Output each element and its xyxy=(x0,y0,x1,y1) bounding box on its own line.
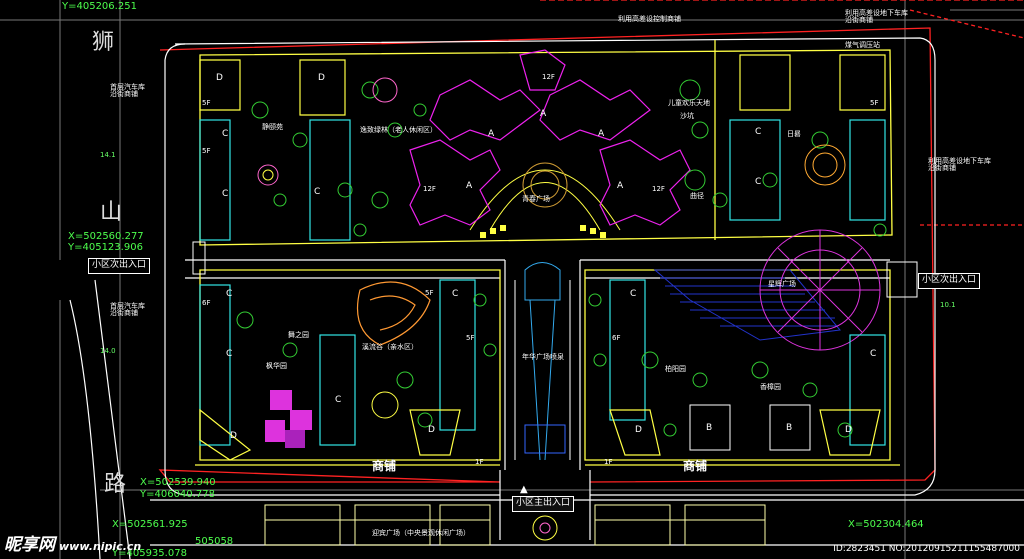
note-garage-top-right: 利用高差设地下车库 沿街商铺 xyxy=(845,9,908,24)
street-name-lion: 狮 xyxy=(92,30,115,55)
gate-main-arrow: ▲ xyxy=(520,484,528,495)
tag-c-11: C xyxy=(870,349,877,359)
tag-floors-7: 5F xyxy=(870,99,879,107)
coord-bottom-y2: Y=405935.078 xyxy=(112,548,187,559)
tag-a-3: A xyxy=(488,129,495,139)
coord-bottom-x1: X=502539.940 xyxy=(140,477,216,488)
tag-d-4: D xyxy=(428,425,435,435)
stream-garden xyxy=(356,281,431,346)
road-width-2: 14.0 xyxy=(100,347,116,355)
note-garage-right: 利用高差设地下车库 沿街商铺 xyxy=(928,157,991,172)
tag-d-5: D xyxy=(635,425,642,435)
tag-c-5: C xyxy=(226,349,233,359)
coord-top: Y=405206.251 xyxy=(62,1,137,12)
label-central-plaza: 青春广场 xyxy=(522,195,550,203)
tag-d-1: D xyxy=(216,73,223,83)
label-fountain: 年华广场喷泉 xyxy=(522,353,564,361)
coord-bottom-c1: 505058 xyxy=(195,536,234,547)
label-pine-garden: 柏阳园 xyxy=(665,365,686,373)
coord-left-y: Y=405123.906 xyxy=(68,242,143,253)
note-garage-top: 利用高差设控制商铺 xyxy=(618,15,681,23)
label-sea-plaza: 星辉广场 xyxy=(768,280,796,288)
tag-tower-top: 12F xyxy=(542,73,555,81)
central-axis xyxy=(514,262,571,461)
tag-b-2: B xyxy=(786,423,793,433)
tag-floors-4: 5F xyxy=(425,289,434,297)
elevation-mark-left: 1F xyxy=(475,458,484,466)
shops-left-label: 商铺 xyxy=(372,459,397,473)
tag-a-2: A xyxy=(617,181,624,191)
sea-plaza-circle xyxy=(759,229,881,351)
tag-a-5: A xyxy=(540,109,547,119)
label-dance-garden: 舞之园 xyxy=(288,331,309,339)
tag-tower-left: 12F xyxy=(423,185,436,193)
label-elder-area: 逸致绿林（老人休闲区） xyxy=(360,126,437,134)
street-name-mountain: 山 xyxy=(100,200,123,225)
label-children-play: 儿童欢乐天地 xyxy=(668,99,710,107)
gate-main: 小区主出入口 xyxy=(512,496,575,512)
tag-c-1: C xyxy=(222,129,229,139)
label-stream-garden: 溪流谷（亲水区） xyxy=(362,343,418,351)
gate-secondary-right: 小区次出入口 xyxy=(918,273,981,289)
road-width-1: 14.1 xyxy=(100,151,116,159)
plaza-benches xyxy=(480,225,606,238)
elevation-mark-right: 1F xyxy=(604,458,613,466)
gate-markers xyxy=(192,241,918,298)
a-towers xyxy=(409,49,691,226)
tag-c-8: C xyxy=(630,289,637,299)
tag-b-1: B xyxy=(706,423,713,433)
tag-d-2: D xyxy=(318,73,325,83)
tag-floors-5: 5F xyxy=(466,334,475,342)
d-blocks xyxy=(199,54,886,461)
c-blocks xyxy=(199,119,886,446)
tag-floors-1: 5F xyxy=(202,99,211,107)
coord-bottom-x2: X=502561.925 xyxy=(112,519,188,530)
note-garage-left-mid: 首层汽车库 沿街商铺 xyxy=(110,302,145,317)
tag-c-9: C xyxy=(755,127,762,137)
tag-c-10: C xyxy=(755,177,762,187)
tag-a-1: A xyxy=(466,181,473,191)
road-width-3: 10.1 xyxy=(940,301,956,309)
tag-floors-2: 5F xyxy=(202,147,211,155)
tag-d-6: D xyxy=(845,425,852,435)
tag-floors-6: 6F xyxy=(612,334,621,342)
tag-c-6: C xyxy=(335,395,342,405)
shops-right-label: 商铺 xyxy=(683,459,708,473)
label-camphor-garden: 香樟园 xyxy=(760,383,781,391)
street-name-road: 路 xyxy=(104,472,127,497)
water-body xyxy=(653,269,841,341)
watermark-image-id: ID:2823451 NO:20120915211155487000 xyxy=(833,544,1020,554)
gate-secondary-left: 小区次出入口 xyxy=(88,258,151,274)
tag-c-7: C xyxy=(452,289,459,299)
tag-floors-3: 6F xyxy=(202,299,211,307)
coord-bottom-y1: Y=406040.778 xyxy=(140,489,215,500)
bottom-shop-blocks xyxy=(264,504,766,546)
b-blocks xyxy=(689,404,811,451)
tag-d-3: D xyxy=(230,431,237,441)
label-fountain-plaza: 迎宾广场（中央景观休闲广场） xyxy=(372,529,470,537)
label-maple-garden: 枫华园 xyxy=(266,362,287,370)
pinwheel-garden xyxy=(265,390,312,448)
tag-c-3: C xyxy=(314,187,321,197)
coord-right-x: X=502304.464 xyxy=(848,519,924,530)
tag-c-2: C xyxy=(222,189,229,199)
note-gas-station: 煤气调压站 xyxy=(845,41,880,49)
garden-features xyxy=(257,77,846,541)
label-sandpit: 沙坑 xyxy=(680,112,694,120)
label-jingyuan: 静颐苑 xyxy=(262,123,283,131)
note-garage-left-top: 首层汽车库 沿街商铺 xyxy=(110,83,145,98)
tree-canopy xyxy=(236,79,887,438)
coord-left-x: X=502560.277 xyxy=(68,231,144,242)
label-path-garden: 曲径 xyxy=(690,192,704,200)
tag-tower-right: 12F xyxy=(652,185,665,193)
tag-c-4: C xyxy=(226,289,233,299)
label-sun-garden: 日晷 xyxy=(787,130,801,138)
tag-a-4: A xyxy=(598,129,605,139)
